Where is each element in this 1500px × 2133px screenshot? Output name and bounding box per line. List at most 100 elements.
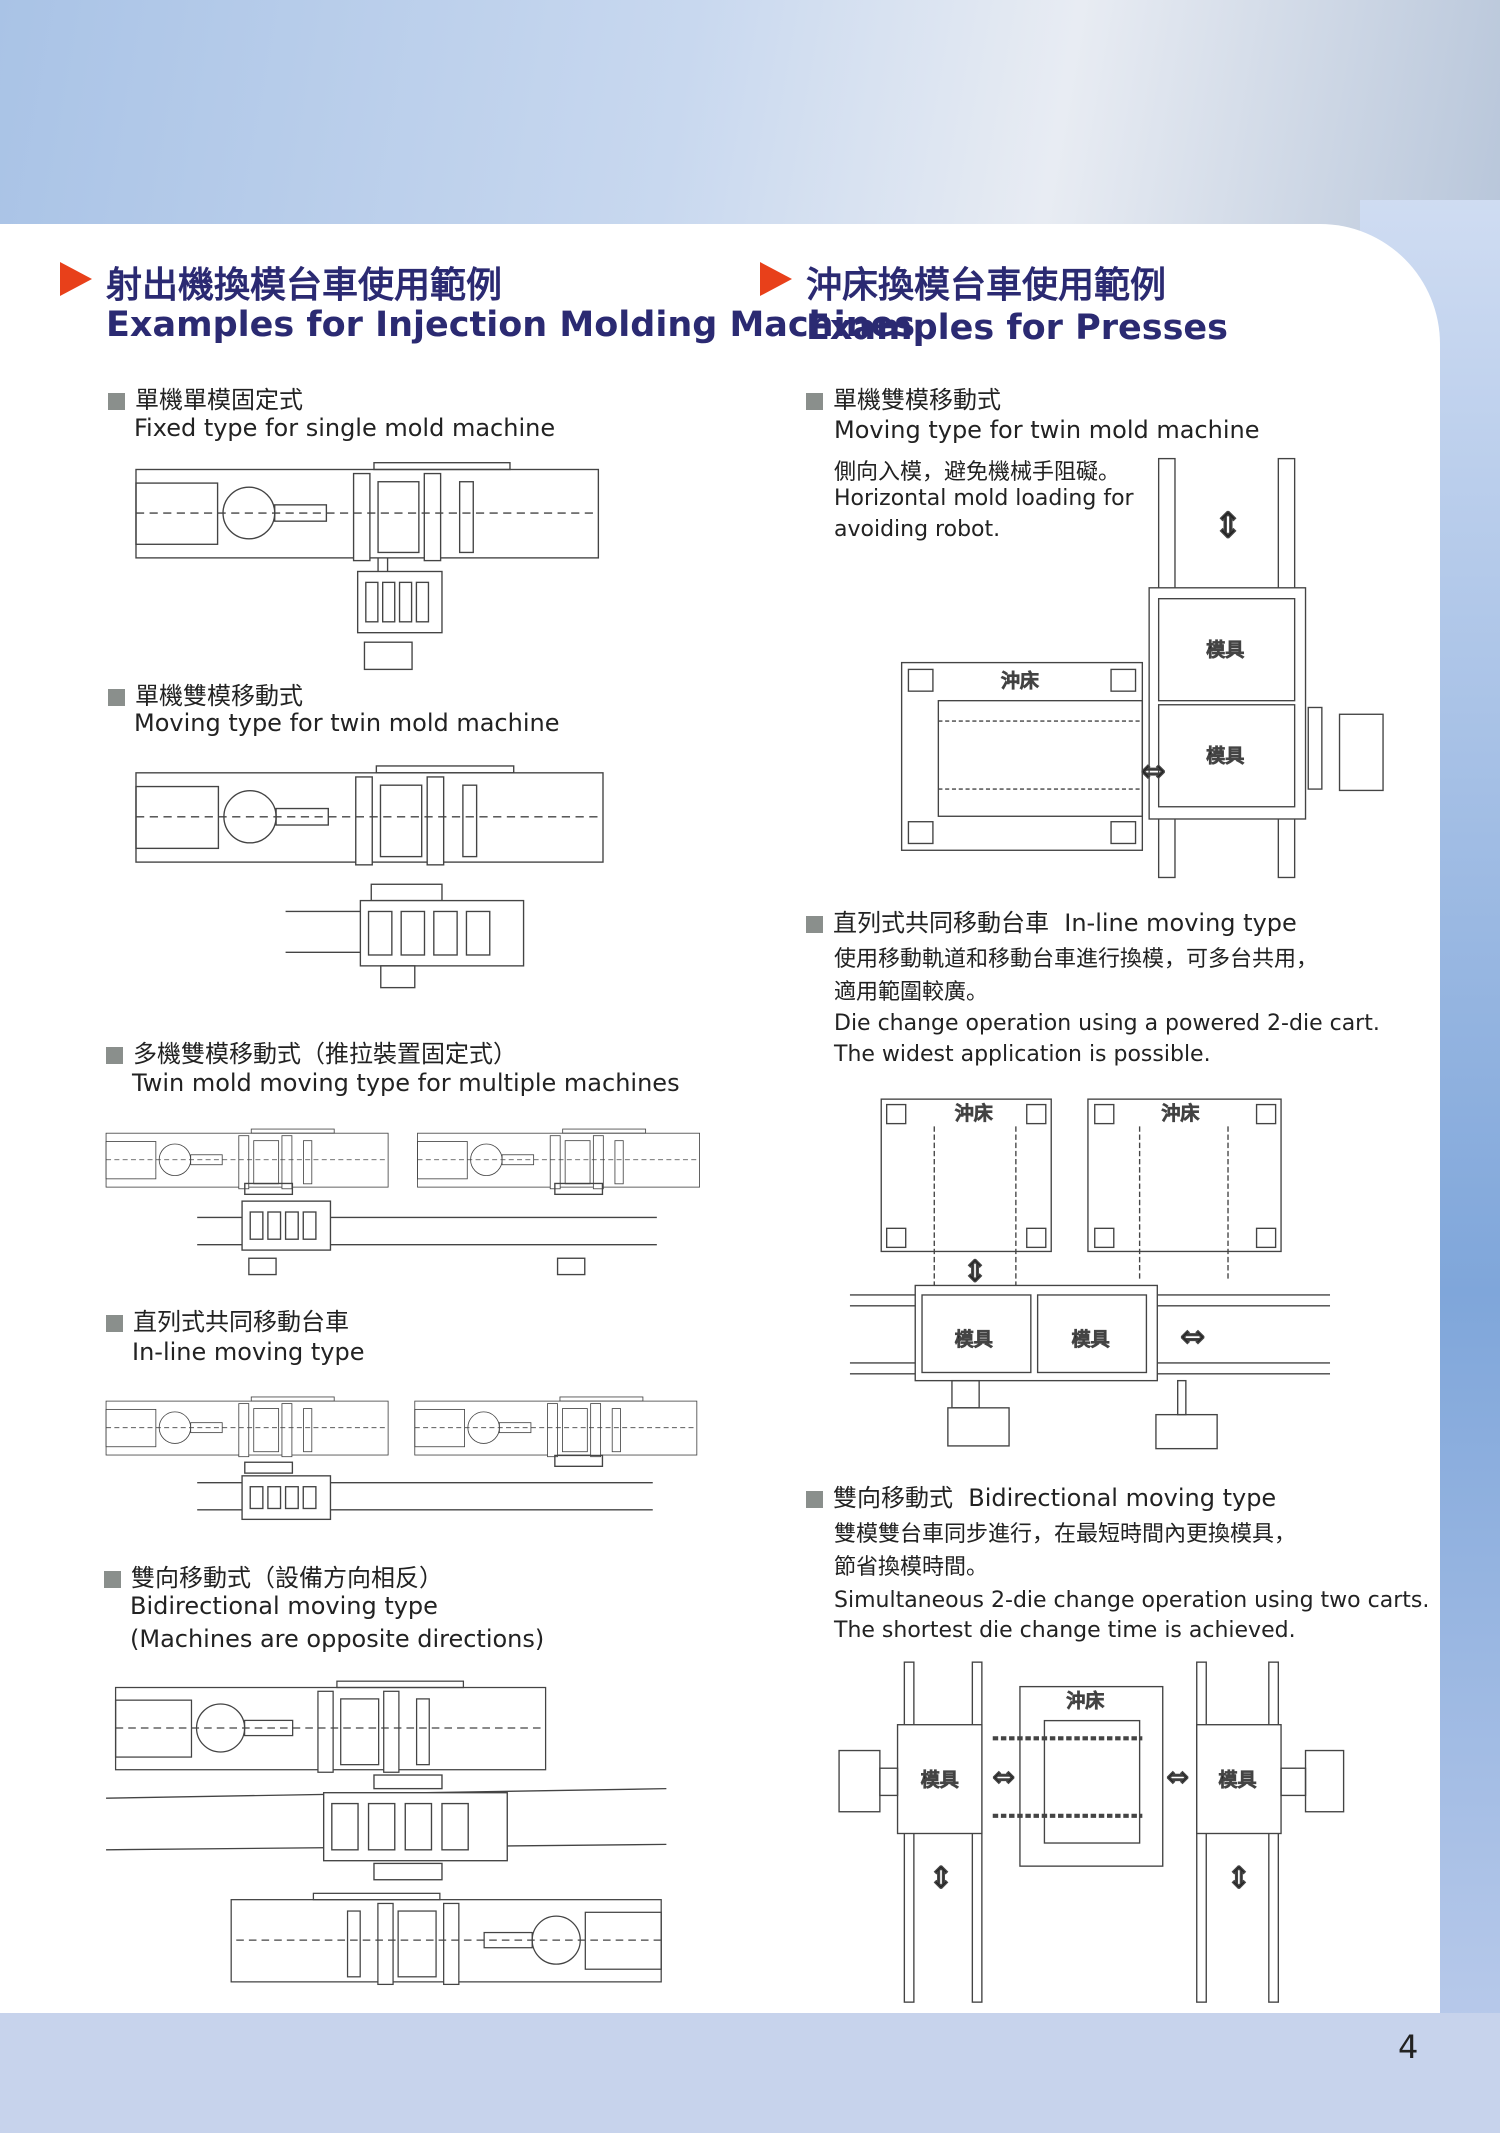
mold-label: 模具 [955, 1328, 993, 1350]
cart-part [302, 1211, 317, 1240]
machine-part [377, 481, 420, 554]
machine-part [562, 1408, 588, 1453]
machine-part [423, 472, 442, 562]
section-heading: 單機單模固定式 [108, 380, 303, 415]
machine-part [375, 765, 515, 774]
mold-label: 模具 [1206, 745, 1244, 767]
section-en: Bidirectional moving type [130, 1592, 438, 1620]
machine-part [562, 1128, 647, 1134]
diagram-part [373, 1774, 443, 1790]
cart-part [367, 1802, 396, 1851]
machine-part [317, 1690, 334, 1773]
bullet-square-icon [806, 1490, 823, 1508]
cart-part [284, 1211, 299, 1240]
injection-machine [135, 462, 600, 562]
machine-part [458, 481, 474, 554]
machine-part [105, 1408, 157, 1448]
injection-machine [105, 1128, 389, 1190]
section-desc-en: Die change operation using a powered 2-d… [834, 1011, 1380, 1036]
section-heading: 雙向移動式 Bidirectional moving type [806, 1478, 1276, 1513]
section-desc-en: Simultaneous 2-die change operation usin… [834, 1588, 1430, 1613]
section-zh: 多機雙模移動式（推拉裝置固定式） [133, 1040, 517, 1068]
machine-part [584, 1911, 662, 1970]
section-zh: 直列式共同移動台車 [833, 909, 1049, 937]
cart-part [249, 1211, 264, 1240]
cart-part [433, 910, 458, 956]
cart-part [331, 1802, 359, 1851]
right-title-zh: 沖床換模台車使用範例 [806, 265, 1167, 306]
section-en: Moving type for twin mold machine [834, 416, 1260, 444]
cart-part [267, 1486, 282, 1510]
machine-part [592, 1135, 604, 1190]
section-desc-en: Horizontal mold loading for [834, 486, 1134, 511]
cart-part [400, 910, 426, 956]
machine-part [559, 1396, 644, 1402]
press-label: 沖床 [1161, 1103, 1199, 1125]
mold-label: 模具 [1206, 639, 1244, 661]
diagram-part [554, 1182, 604, 1196]
section-heading: 雙向移動式（設備方向相反） [104, 1558, 443, 1593]
machine-part [415, 1698, 430, 1766]
section-zh: 單機雙模移動式 [833, 386, 1001, 414]
machine-part [377, 1902, 394, 1986]
injection-machine [414, 1396, 698, 1458]
section-desc-zh: 適用範圍較廣。 [834, 980, 989, 1005]
vertical-arrow-icon: ⇕ [1213, 505, 1243, 546]
horizontal-arrow-icon: ⇔ [1166, 1762, 1189, 1793]
injection-machine [114, 1680, 547, 1773]
section-zh: 雙向移動式 [833, 1484, 953, 1512]
machine-part [355, 776, 373, 866]
machine-part [346, 1910, 361, 1978]
machine-part [250, 1128, 335, 1134]
injection-machine [135, 765, 604, 866]
cart-part [465, 910, 491, 956]
section-zh: 單機單模固定式 [135, 386, 303, 414]
machine-part [303, 1408, 313, 1453]
machine-part [590, 1403, 602, 1458]
bullet-square-icon [106, 1046, 123, 1064]
footer-band [0, 2013, 1500, 2133]
section-heading: 直列式共同移動台車 In-line moving type [806, 903, 1297, 938]
machine-part [426, 776, 445, 866]
vertical-arrow-icon: ⇕ [963, 1254, 988, 1289]
cart-part [415, 581, 430, 623]
heading-arrow-icon [60, 262, 92, 296]
cart-part [382, 581, 396, 623]
section-desc-en: The shortest die change time is achieved… [834, 1618, 1296, 1643]
page-number: 4 [1398, 2028, 1419, 2066]
diagram-part [244, 1182, 294, 1196]
cart-part [249, 1486, 264, 1510]
machine-part [547, 1403, 558, 1458]
machine-part [379, 784, 423, 858]
vertical-arrow-icon: ⇕ [929, 1861, 954, 1896]
machine-part [443, 1902, 460, 1986]
horizontal-arrow-icon: ⇔ [1141, 754, 1166, 789]
mold-label: 模具 [921, 1769, 959, 1791]
section-en: In-line moving type [1064, 909, 1297, 937]
diagram-part [373, 1862, 443, 1881]
content-panel [0, 224, 1440, 2014]
machine-part [250, 1396, 335, 1402]
machine-part [414, 1408, 465, 1448]
left-title-en: Examples for Injection Molding Machines [106, 305, 916, 345]
section-heading: 直列式共同移動台車 [106, 1302, 349, 1337]
right-title-en: Examples for Presses [806, 308, 1228, 348]
machine-part [238, 1403, 250, 1458]
machine-part [303, 1140, 313, 1185]
machine-part [373, 462, 511, 471]
cart-part [365, 581, 379, 623]
press-label: 沖床 [955, 1103, 993, 1125]
diagram-part [370, 883, 443, 902]
motor [380, 965, 416, 989]
motor [556, 1257, 586, 1276]
machine-part [336, 1680, 465, 1689]
cart-part [284, 1486, 299, 1510]
injection-diagrams [105, 462, 700, 1986]
machine-part [281, 1403, 293, 1458]
cart-part [302, 1486, 317, 1510]
section-desc-zh: 側向入模，避免機械手阻礙。 [834, 460, 1121, 485]
section-desc-en: avoiding robot. [834, 517, 1001, 542]
machine-part [614, 1140, 624, 1185]
section-desc-zh: 雙模雙台車同步進行，在最短時間內更換模具， [834, 1522, 1297, 1547]
press-diagram-twin-mold: 沖床 模具 模具 ⇕ ⇔ [900, 457, 1384, 879]
